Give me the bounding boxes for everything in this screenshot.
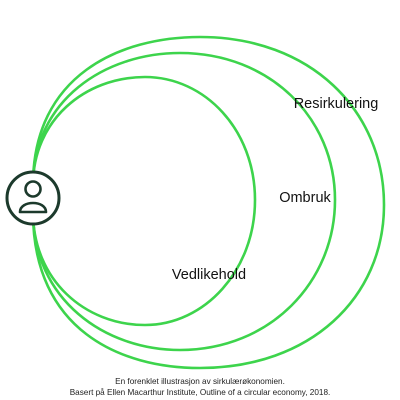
label-resirkulering: Resirkulering: [294, 96, 379, 112]
person-icon: [5, 170, 61, 226]
caption-line-2: Basert på Ellen Macarthur Institute, Out…: [69, 388, 331, 397]
caption-line-1: En forenklet illustrasjon av sirkulærøko…: [115, 377, 285, 386]
loop-ombruk: [31, 51, 337, 352]
loop-vedlikehold: [31, 75, 257, 327]
label-vedlikehold: Vedlikehold: [172, 267, 246, 283]
label-ombruk: Ombruk: [279, 190, 331, 206]
loop-resirkulering: [31, 35, 386, 370]
